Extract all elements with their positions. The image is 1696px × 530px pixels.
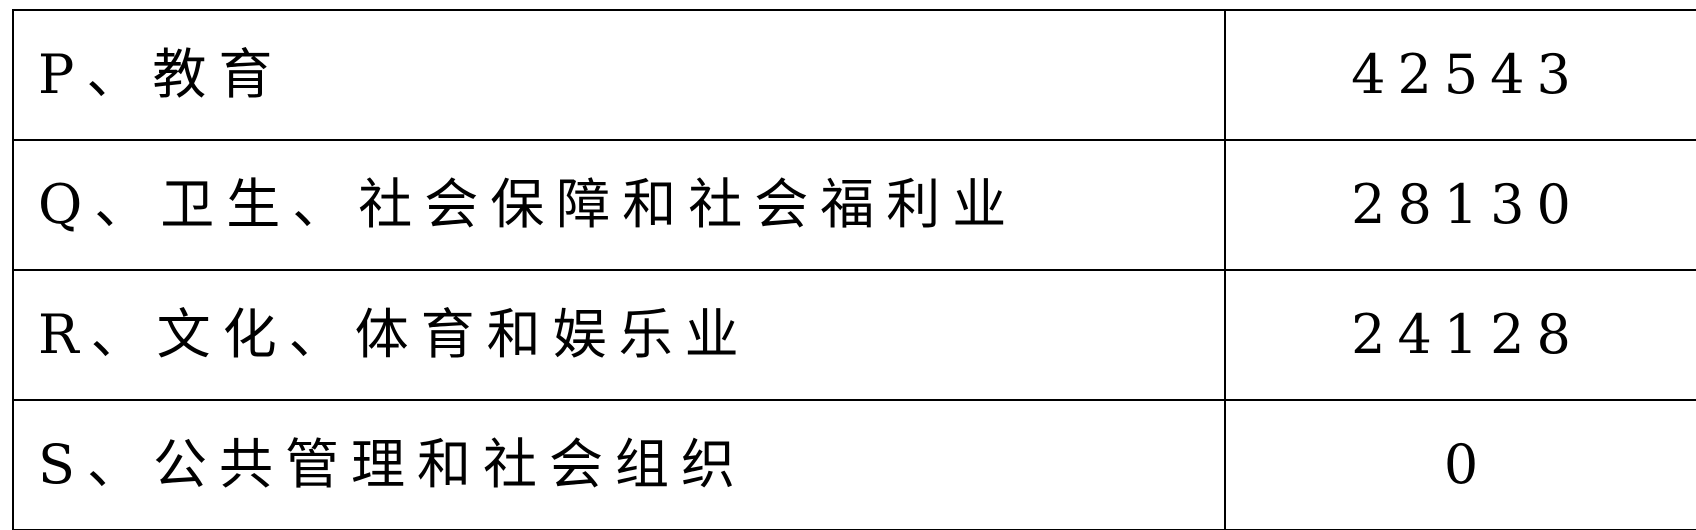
industry-name-cell: P、教育 bbox=[12, 9, 1226, 141]
industry-name-cell: Q、卫生、社会保障和社会福利业 bbox=[12, 139, 1226, 271]
industry-value-cell: 0 bbox=[1224, 399, 1696, 530]
table-row: Q、卫生、社会保障和社会福利业 28130 bbox=[12, 139, 1696, 271]
table-row: S、公共管理和社会组织 0 bbox=[12, 399, 1696, 530]
industry-name-cell: S、公共管理和社会组织 bbox=[12, 399, 1226, 530]
table-row: P、教育 42543 bbox=[12, 9, 1696, 141]
industry-data-table: P、教育 42543 Q、卫生、社会保障和社会福利业 28130 R、文化、体育… bbox=[12, 9, 1696, 530]
industry-value-cell: 24128 bbox=[1224, 269, 1696, 401]
table-row: R、文化、体育和娱乐业 24128 bbox=[12, 269, 1696, 401]
industry-name-cell: R、文化、体育和娱乐业 bbox=[12, 269, 1226, 401]
industry-value-cell: 42543 bbox=[1224, 9, 1696, 141]
industry-table-container: P、教育 42543 Q、卫生、社会保障和社会福利业 28130 R、文化、体育… bbox=[12, 9, 1696, 530]
industry-value-cell: 28130 bbox=[1224, 139, 1696, 271]
